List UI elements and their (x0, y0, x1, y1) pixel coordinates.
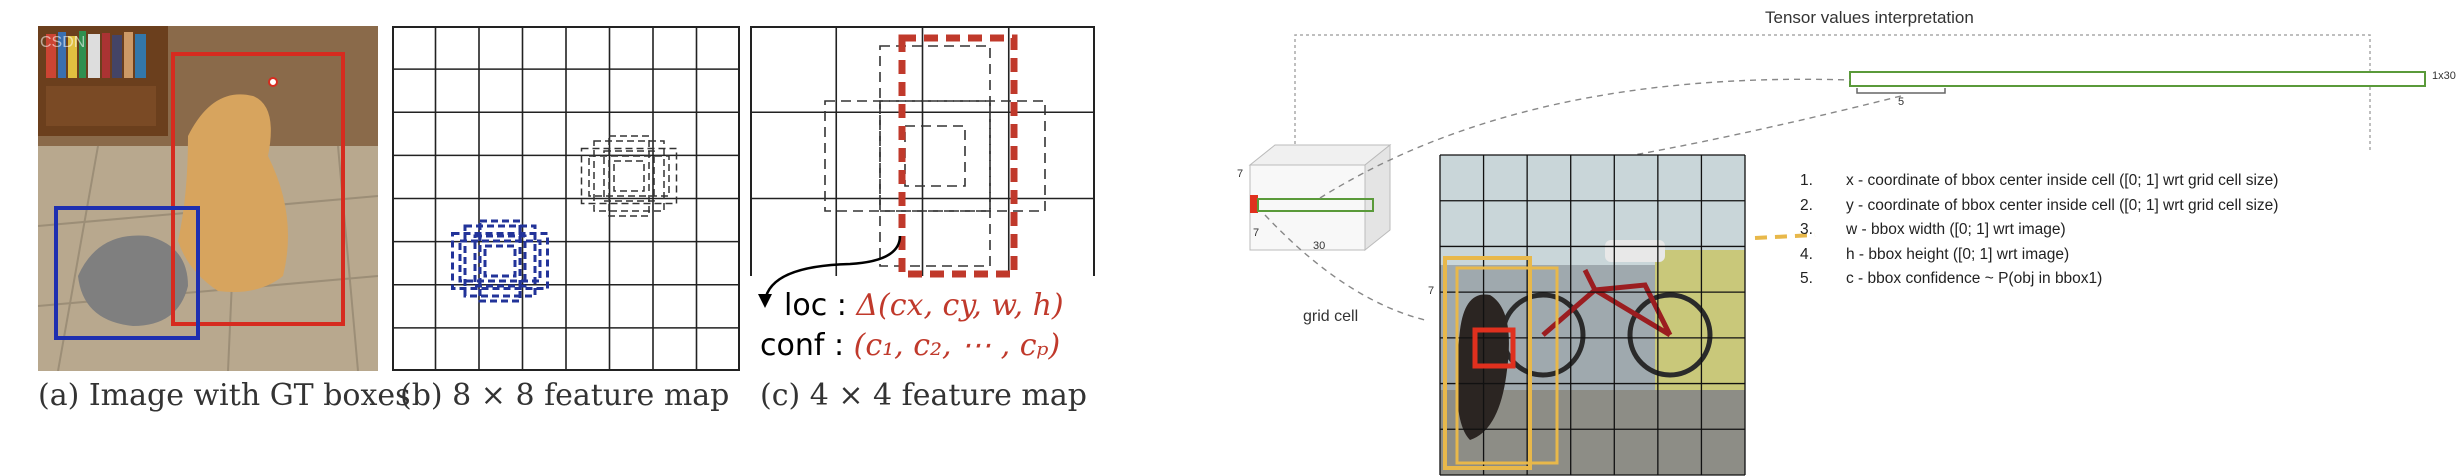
list-item: 2. y - coordinate of bbox center inside c… (1800, 197, 2278, 222)
list-item-text: y - coordinate of bbox center inside cel… (1846, 196, 2279, 214)
yolo-image (1440, 155, 1745, 475)
default-box (463, 224, 537, 298)
list-item-number: 4. (1800, 245, 1813, 263)
cat-shape (78, 235, 188, 326)
book (58, 32, 66, 78)
bike-frame (1541, 268, 1673, 338)
default-box (458, 239, 542, 283)
default-box (580, 147, 678, 205)
default-boxes-blue (451, 219, 549, 303)
tensor-size-label: 1x30 (2432, 70, 2456, 82)
book (88, 34, 100, 78)
default-box (603, 150, 655, 202)
list-item-number: 1. (1800, 172, 1813, 189)
loc-arrow-head (758, 294, 772, 308)
book (112, 35, 122, 78)
pointer-dash (1754, 233, 1816, 240)
loc-line: loc : Δ(cx, cy, w, h) (784, 288, 1064, 323)
sky-region (1440, 155, 1745, 265)
list-item: 5. c - bbox confidence ~ P(obj in bbox1) (1800, 270, 2278, 295)
book (68, 36, 77, 78)
bbox-yellow-1 (1443, 256, 1532, 470)
book (124, 32, 133, 78)
default-box (483, 244, 517, 278)
car-shape (1605, 240, 1665, 262)
bbox-yellow-2 (1455, 266, 1559, 465)
yolo-grid-lines (1439, 154, 1746, 476)
dog-shape (178, 94, 288, 292)
cube-height-label: 7 (1237, 168, 1244, 180)
book (79, 31, 86, 78)
conf-label: conf (760, 328, 825, 363)
text-backdrop (750, 276, 1095, 371)
list-item-number: 3. (1800, 221, 1813, 238)
cube-front (1249, 164, 1366, 251)
gt-center-point (268, 77, 278, 87)
grid-4x4 (750, 26, 1095, 371)
list-item: 3. w - bbox width ([0; 1] wrt image) (1800, 221, 2278, 246)
list-item-text: h - bbox height ([0; 1] wrt image) (1846, 245, 2070, 263)
default-box (879, 45, 991, 267)
gt-image-illustration (38, 26, 378, 371)
tensor-values-list: 1. x - coordinate of bbox center inside c… (1800, 172, 2278, 295)
caption-panel-a: (a) Image with GT boxes (38, 378, 411, 413)
loc-arrow (763, 235, 902, 302)
interpretation-frame (1294, 34, 2371, 150)
yolo-tensor-diagram: Tensor values interpretation 1x30 5 7 7 … (1225, 0, 2456, 476)
book (102, 33, 110, 78)
slice-label: 5 (1898, 96, 1905, 108)
gt-box-dog (171, 52, 345, 326)
list-item-text: w - bbox width ([0; 1] wrt image) (1846, 221, 2066, 238)
slice-bracket (1856, 88, 1946, 94)
default-box (593, 140, 665, 212)
default-box (613, 160, 645, 192)
cube-depth-label: 7 (1253, 227, 1260, 239)
cube-cell-marker (1250, 195, 1258, 213)
watermark-text: CSDN (40, 34, 86, 51)
list-item-text: c - bbox confidence ~ P(obj in bbox1) (1846, 270, 2103, 287)
panel-gt-image: CSDN (38, 26, 378, 371)
book (135, 34, 146, 78)
default-box (588, 155, 670, 197)
grid-8x8 (392, 26, 740, 371)
loc-label: loc (784, 288, 828, 323)
conf-value: (c₁, c₂, ⋯ , cₚ) (853, 328, 1061, 363)
arc-to-grid (1264, 214, 1426, 321)
arc-to-tensor (1319, 78, 1851, 199)
list-item-number: 5. (1800, 270, 1813, 287)
cube-width-label: 30 (1313, 240, 1326, 252)
default-boxes-gray (580, 135, 678, 217)
list-item-text: x - coordinate of bbox center inside cel… (1846, 172, 2279, 189)
bench-region (1655, 250, 1745, 390)
gt-box-cat (54, 206, 200, 340)
list-item: 1. x - coordinate of bbox center inside c… (1800, 172, 2278, 197)
book (46, 34, 56, 78)
yolo-svg (1248, 34, 2426, 476)
cube-vector (1257, 198, 1374, 212)
default-box (478, 219, 522, 303)
loc-value: Δ(cx, cy, w, h) (856, 288, 1064, 323)
list-item: 4. h - bbox height ([0; 1] wrt image) (1800, 246, 2278, 271)
list-item-number: 2. (1800, 196, 1813, 214)
matched-default-box (898, 34, 1018, 278)
bike-wheel-front (1627, 292, 1713, 378)
grid-cell-label: grid cell (1303, 308, 1359, 325)
default-box (608, 135, 650, 217)
conf-line: conf : (c₁, c₂, ⋯ , cₚ) (760, 328, 1061, 363)
tensor-bar (1849, 71, 2426, 87)
panel-8x8-map (392, 26, 740, 371)
default-box (824, 100, 1046, 212)
panel-4x4-map (750, 26, 1095, 371)
shelf (46, 86, 156, 126)
grid-side-label: 7 (1428, 285, 1435, 297)
default-box (451, 232, 549, 290)
responsible-cell (1472, 327, 1516, 369)
caption-panel-b: (b) 8 × 8 feature map (400, 378, 730, 413)
caption-panel-c: (c) 4 × 4 feature map (760, 378, 1087, 413)
diagram-title: Tensor values interpretation (1765, 8, 1974, 27)
default-box (473, 234, 527, 288)
arc-from-slice (1604, 95, 1902, 161)
